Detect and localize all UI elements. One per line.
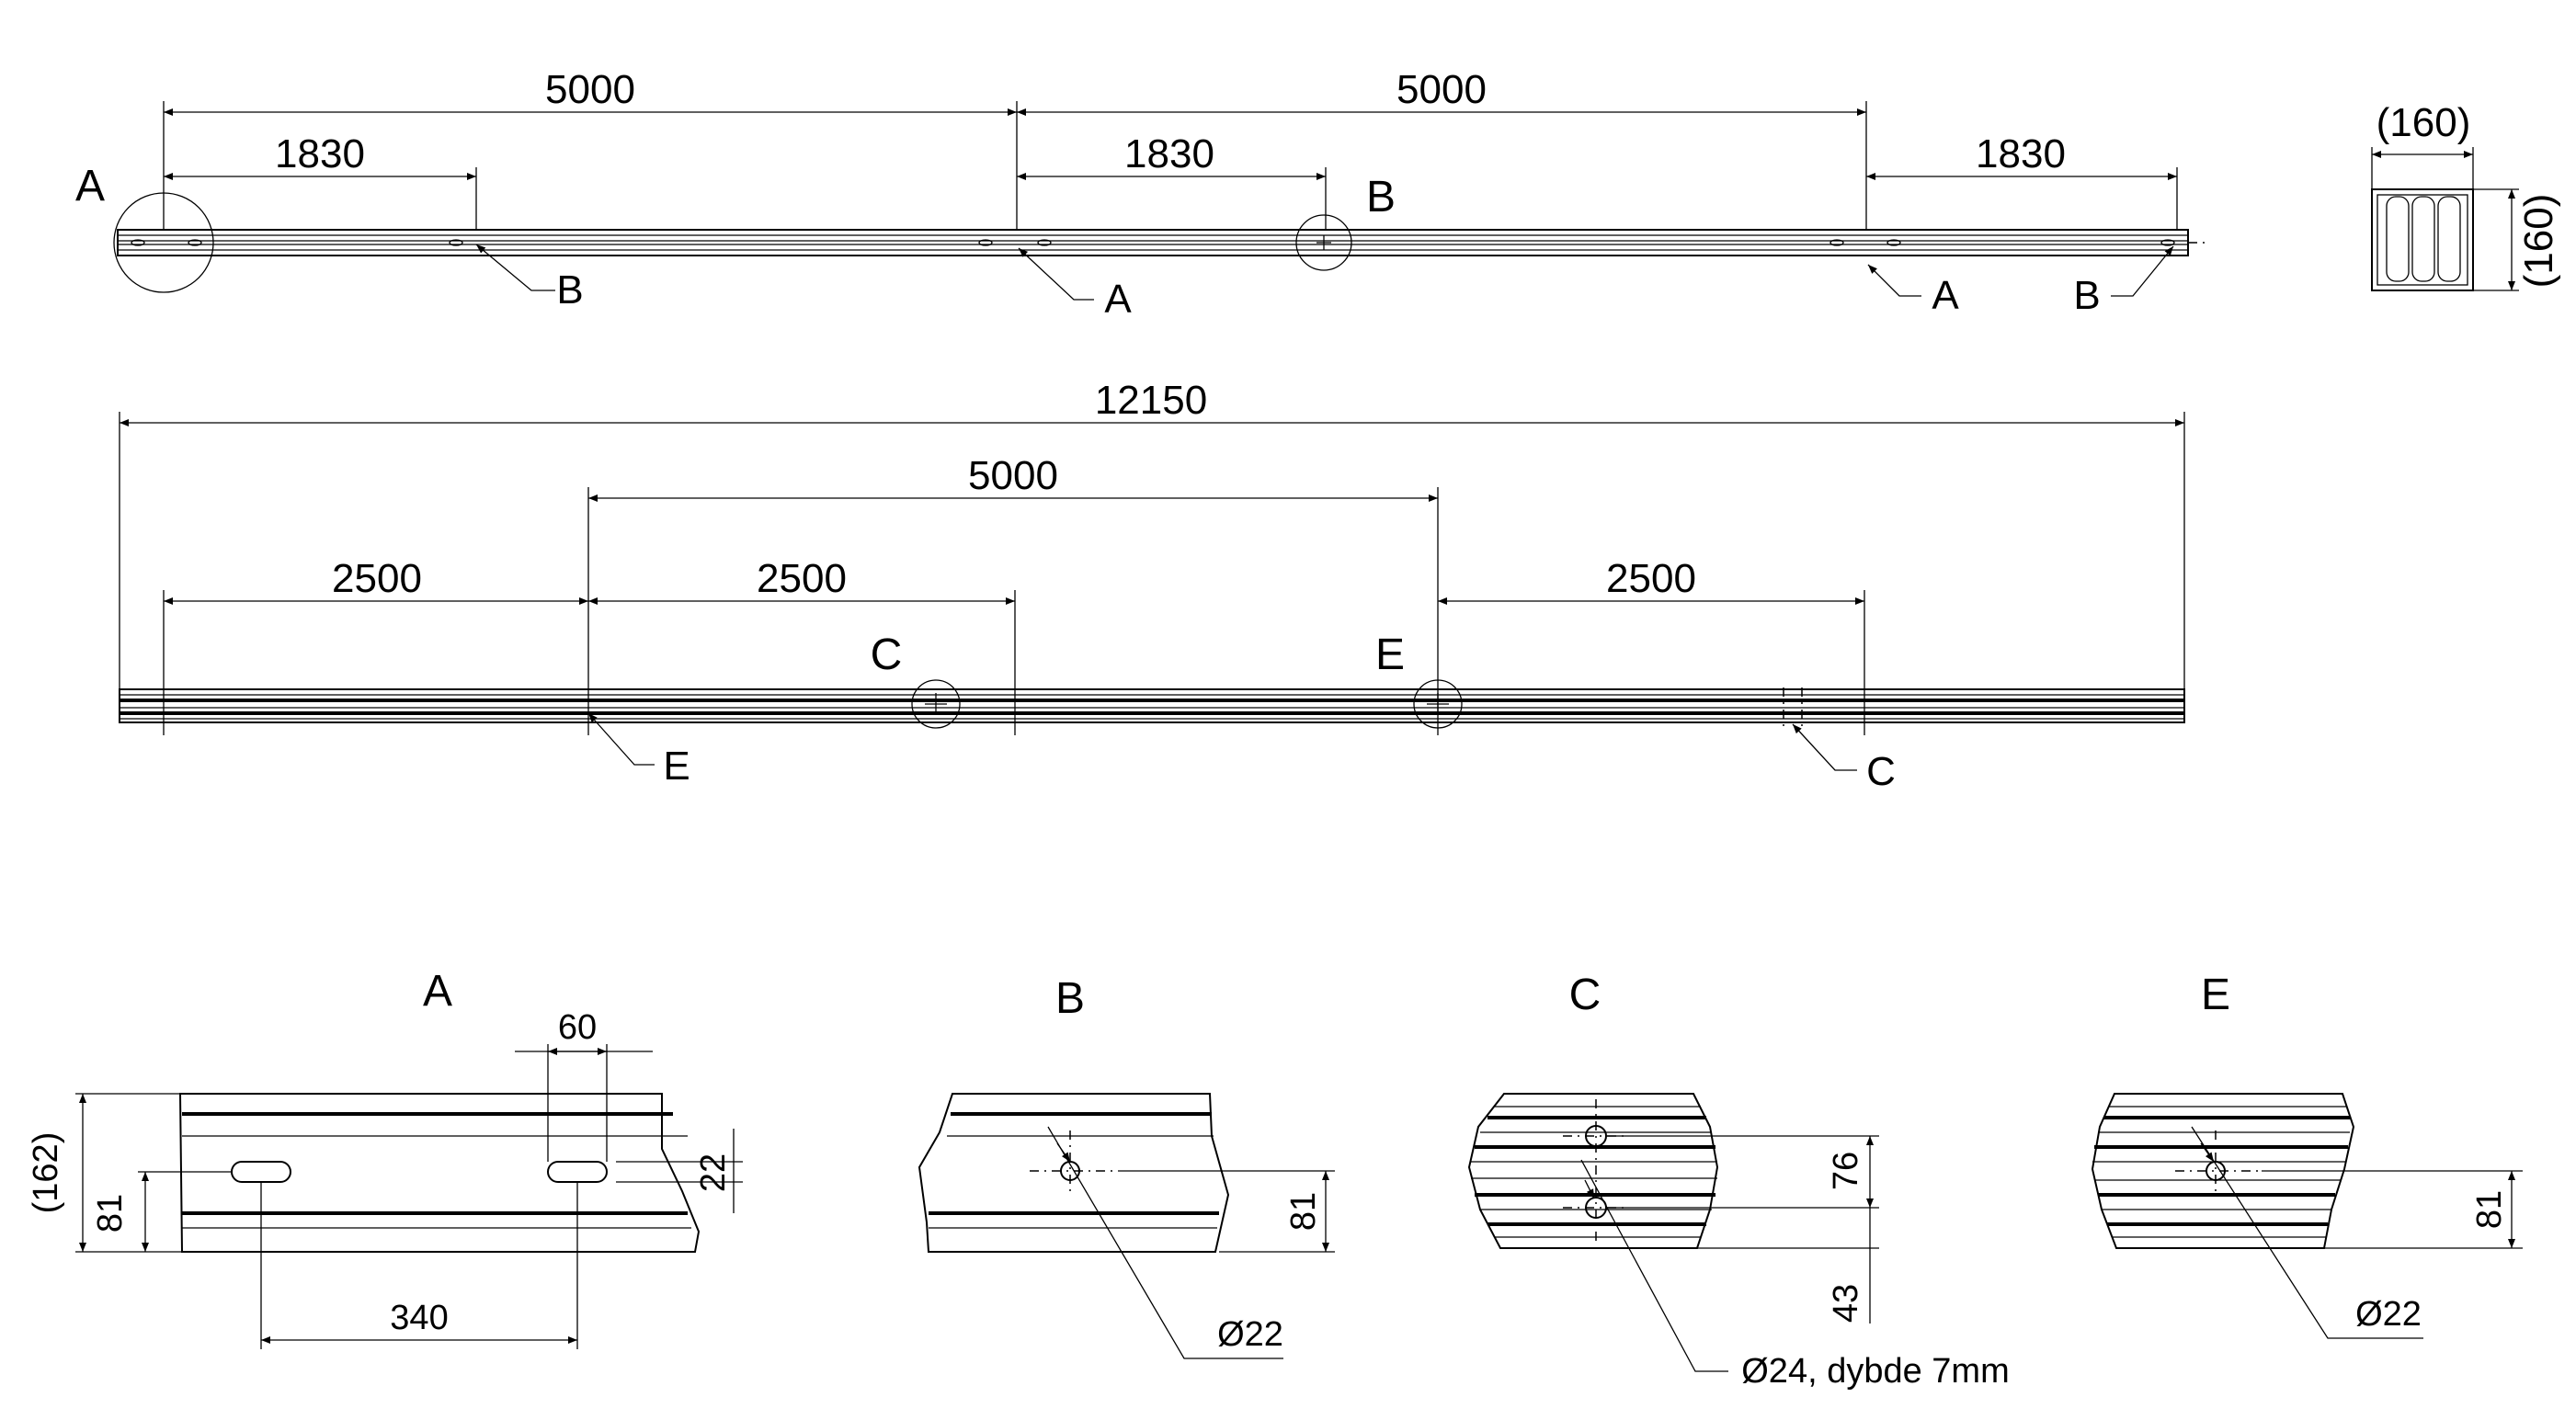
label-circle-c: C: [871, 630, 903, 679]
detail-c: C 76 43 Ø24, dybde 7mm: [1467, 971, 2010, 1391]
detail-a-height: (162): [27, 1132, 65, 1214]
detail-c-hole-label: Ø24, dybde 7mm: [1741, 1352, 2009, 1391]
section-width: (160): [2377, 100, 2471, 145]
detail-a-title: A: [423, 967, 452, 1016]
label-circle-a: A: [75, 162, 105, 210]
dim-overall: 12150: [1095, 378, 1207, 423]
detail-a-center: 81: [91, 1194, 130, 1233]
detail-b: B 81 Ø22: [918, 974, 1335, 1359]
detail-c-offset: 43: [1827, 1284, 1865, 1323]
dim-sub-3: 1830: [1976, 131, 2066, 176]
dim-center: 2500: [757, 556, 847, 601]
dim-sub-2: 1830: [1124, 131, 1214, 176]
label-circle-e: E: [1375, 630, 1405, 679]
slot-2: [547, 1161, 608, 1183]
detail-e: E 81 Ø22: [2091, 971, 2523, 1339]
dim-right: 2500: [1606, 556, 1696, 601]
detail-b-center: 81: [1284, 1192, 1323, 1231]
leader-a-2: A: [1932, 273, 1959, 318]
dim-left: 2500: [332, 556, 422, 601]
section-view: (160) (160): [2371, 100, 2561, 291]
detail-circle-e: [1413, 679, 1463, 729]
detail-circle-b: [1295, 214, 1352, 271]
dim-span-2: 5000: [1396, 67, 1487, 112]
detail-e-title: E: [2201, 971, 2230, 1019]
detail-a-slot-spacing: 60: [558, 1008, 597, 1047]
dim-middle: 5000: [968, 453, 1058, 498]
slot-1: [231, 1161, 291, 1183]
section-height: (160): [2516, 194, 2561, 289]
detail-circle-c: [911, 679, 961, 729]
dim-sub-1: 1830: [275, 131, 365, 176]
detail-a-pitch: 340: [390, 1299, 448, 1337]
side-beam: [119, 688, 2185, 723]
detail-c-spacing: 76: [1827, 1152, 1865, 1190]
detail-e-center: 81: [2470, 1190, 2509, 1229]
leader-e: E: [663, 744, 690, 789]
detail-c-title: C: [1569, 971, 1601, 1019]
detail-e-hole-label: Ø22: [2355, 1295, 2422, 1334]
side-view: 12150 5000 2500 2500 2500 C E E C: [119, 378, 2185, 794]
detail-b-hole-label: Ø22: [1217, 1315, 1283, 1354]
dim-span-1: 5000: [545, 67, 635, 112]
detail-b-title: B: [1055, 974, 1085, 1023]
top-view: 5000 5000 1830 1830 1830 A B B A A B: [75, 67, 2206, 322]
leader-c: C: [1866, 749, 1896, 794]
label-circle-b: B: [1366, 173, 1396, 222]
leader-a-1: A: [1104, 277, 1132, 322]
leader-b-2: B: [2073, 273, 2100, 318]
detail-a: A 60 22 (162) 81 340: [27, 967, 743, 1349]
top-beam: [117, 229, 2206, 256]
detail-a-slot-height: 22: [694, 1153, 733, 1192]
detail-circle-a: [113, 192, 214, 293]
leader-b-1: B: [556, 267, 583, 312]
